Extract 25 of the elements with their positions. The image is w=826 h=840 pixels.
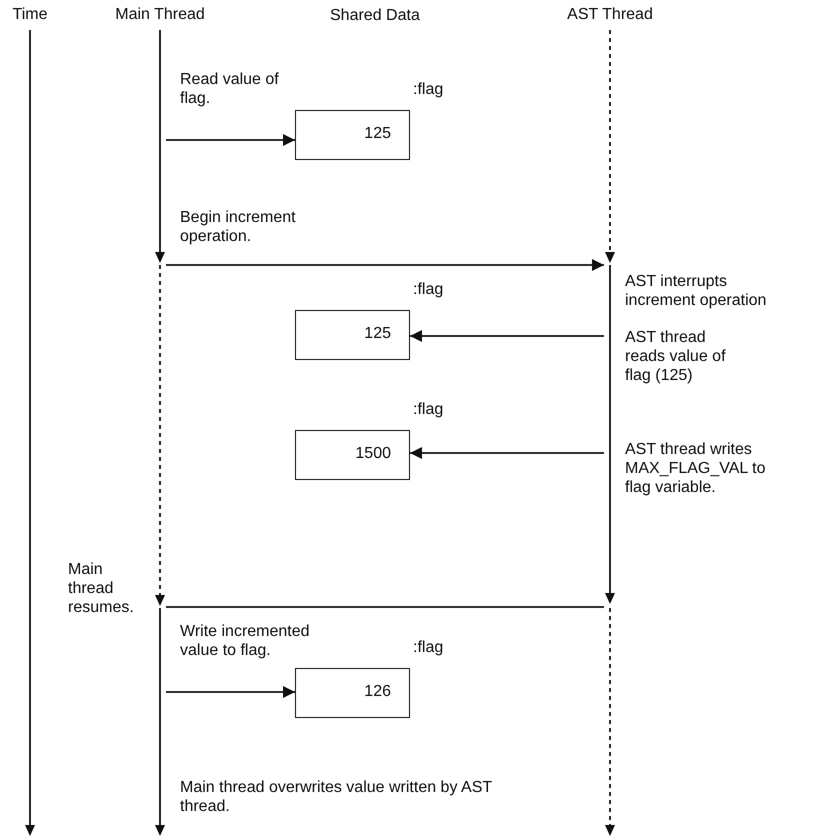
arrow	[166, 259, 604, 271]
arrow	[410, 447, 604, 459]
value-text: 126	[364, 683, 391, 701]
value-text: 125	[364, 125, 391, 143]
value-text: 1500	[355, 445, 391, 463]
lifeline-header: Time	[12, 6, 48, 24]
step-note: AST interrupts increment operation	[625, 272, 768, 310]
column-header: Shared Data	[330, 6, 420, 25]
arrow	[410, 330, 604, 342]
arrow	[166, 134, 295, 146]
step-note: AST thread writes MAX_FLAG_VAL to flag variable.	[625, 440, 767, 497]
value-text: 125	[364, 325, 391, 343]
variable-name: :flag	[413, 281, 444, 299]
step-note: AST thread reads value of flag (125)	[625, 328, 727, 385]
variable-name: :flag	[413, 401, 444, 419]
lifeline-header: AST Thread	[567, 6, 653, 24]
arrow	[166, 686, 295, 698]
step-note: Main thread overwrites value written by AST thread.	[180, 778, 493, 816]
step-note: Read value of flag.	[180, 70, 280, 108]
variable-name: :flag	[413, 639, 444, 657]
lifeline-header: Main Thread	[115, 6, 205, 24]
step-note: Write incremented value to flag.	[180, 622, 311, 660]
step-note: Main thread resumes.	[68, 560, 135, 617]
variable-name: :flag	[413, 81, 444, 99]
step-note: Begin increment operation.	[180, 208, 297, 246]
